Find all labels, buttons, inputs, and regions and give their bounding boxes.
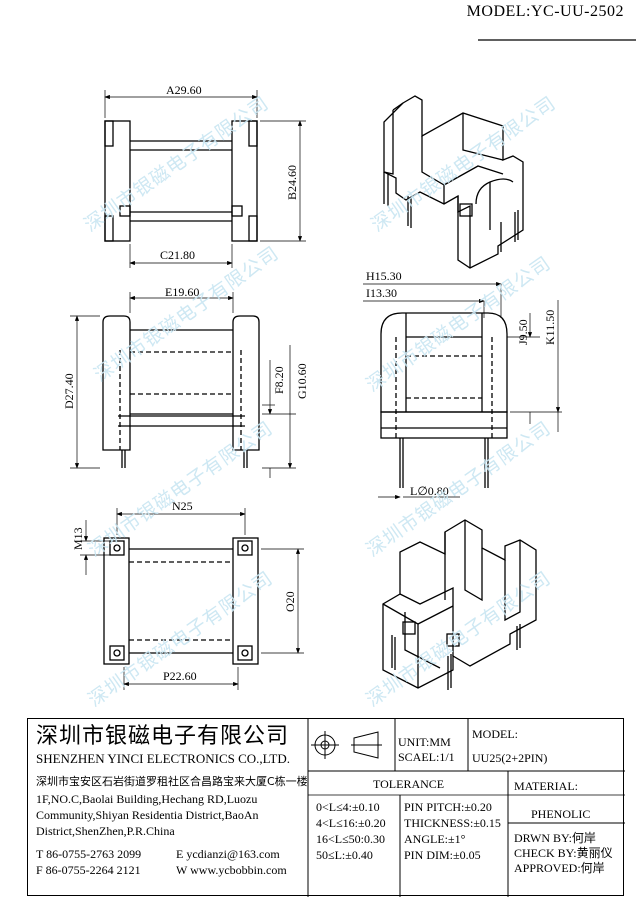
model-label: MODEL: <box>472 727 518 741</box>
check-by: CHECK BY:黄丽仪 <box>514 846 613 860</box>
scale: SCAEL:1/1 <box>398 750 455 764</box>
unit: UNIT:MM <box>398 735 451 749</box>
dim-j: J9.50 <box>516 319 530 345</box>
isometric-view-top <box>383 95 524 269</box>
material-label: MATERIAL: <box>514 779 578 793</box>
dim-l: L∅0.80 <box>410 484 449 498</box>
company-name-en: SHENZHEN YINCI ELECTRONICS CO.,LTD. <box>36 751 290 766</box>
dim-a: A29.60 <box>166 83 202 97</box>
view-bottom <box>103 537 259 665</box>
title-block: 深圳市银磁电子有限公司 SHENZHEN YINCI ELECTRONICS C… <box>27 718 625 897</box>
drawn-by: DRWN BY:何岸 <box>514 831 596 845</box>
dim-i: I13.30 <box>366 286 397 300</box>
address-en-2: Community,Shiyan Residentia District,Bao… <box>36 808 259 822</box>
dim-b: B24.60 <box>285 165 299 200</box>
approved-by: APPROVED:何岸 <box>514 861 605 875</box>
dim-c: C21.80 <box>160 248 195 262</box>
tolerance-1: 0<L≤4:±0.10 <box>316 800 380 814</box>
dim-n: N25 <box>172 499 193 513</box>
address-en-3: District,ShenZhen,P.R.China <box>36 824 175 838</box>
address-cn: 深圳市宝安区石岩街道罗租社区合昌路宝来大厦C栋一楼 <box>36 775 308 788</box>
dim-g: G10.60 <box>295 363 309 399</box>
view-side <box>380 312 508 488</box>
pin-pitch: PIN PITCH:±0.20 <box>404 800 492 814</box>
dim-k: K11.50 <box>543 310 557 345</box>
address-en-1: 1F,NO.C,Baolai Building,Hechang RD,Luozu <box>36 792 258 806</box>
dim-f: F8.20 <box>272 366 286 394</box>
company-name-cn: 深圳市银磁电子有限公司 <box>36 724 290 749</box>
dim-h: H15.30 <box>366 269 402 283</box>
pin-dim: PIN DIM:±0.05 <box>404 848 481 862</box>
tolerance-label: TOLERANCE <box>373 777 445 791</box>
angle: ANGLE:±1° <box>404 832 466 846</box>
fax: F 86-0755-2264 2121 <box>36 863 141 877</box>
tolerance-4: 50≤L:±0.40 <box>316 848 373 862</box>
model-header: MODEL:YC-UU-2502 <box>466 3 624 20</box>
tolerance-2: 4<L≤16:±0.20 <box>316 816 386 830</box>
email: E ycdianzi@163.com <box>176 847 280 861</box>
material-value: PHENOLIC <box>531 807 591 821</box>
technical-drawing: A29.60 B24.60 C21.80 E19.60 D27.40 F8.20… <box>62 39 636 690</box>
title-block-grid <box>307 719 625 897</box>
isometric-view-bottom <box>382 519 537 690</box>
dim-m: M13 <box>71 527 85 550</box>
website: W www.ycbobbin.com <box>176 863 287 877</box>
dim-e: E19.60 <box>165 285 199 299</box>
view-top <box>104 120 258 242</box>
tolerance-3: 16<L≤50:0.30 <box>316 832 386 846</box>
dim-o: O20 <box>283 591 297 612</box>
phone: T 86-0755-2763 2099 <box>36 847 142 861</box>
thickness: THICKNESS:±0.15 <box>404 816 501 830</box>
model-value: UU25(2+2PIN) <box>472 751 548 765</box>
dim-d: D27.40 <box>62 373 76 409</box>
view-front <box>102 315 260 468</box>
dim-p: P22.60 <box>163 669 197 683</box>
